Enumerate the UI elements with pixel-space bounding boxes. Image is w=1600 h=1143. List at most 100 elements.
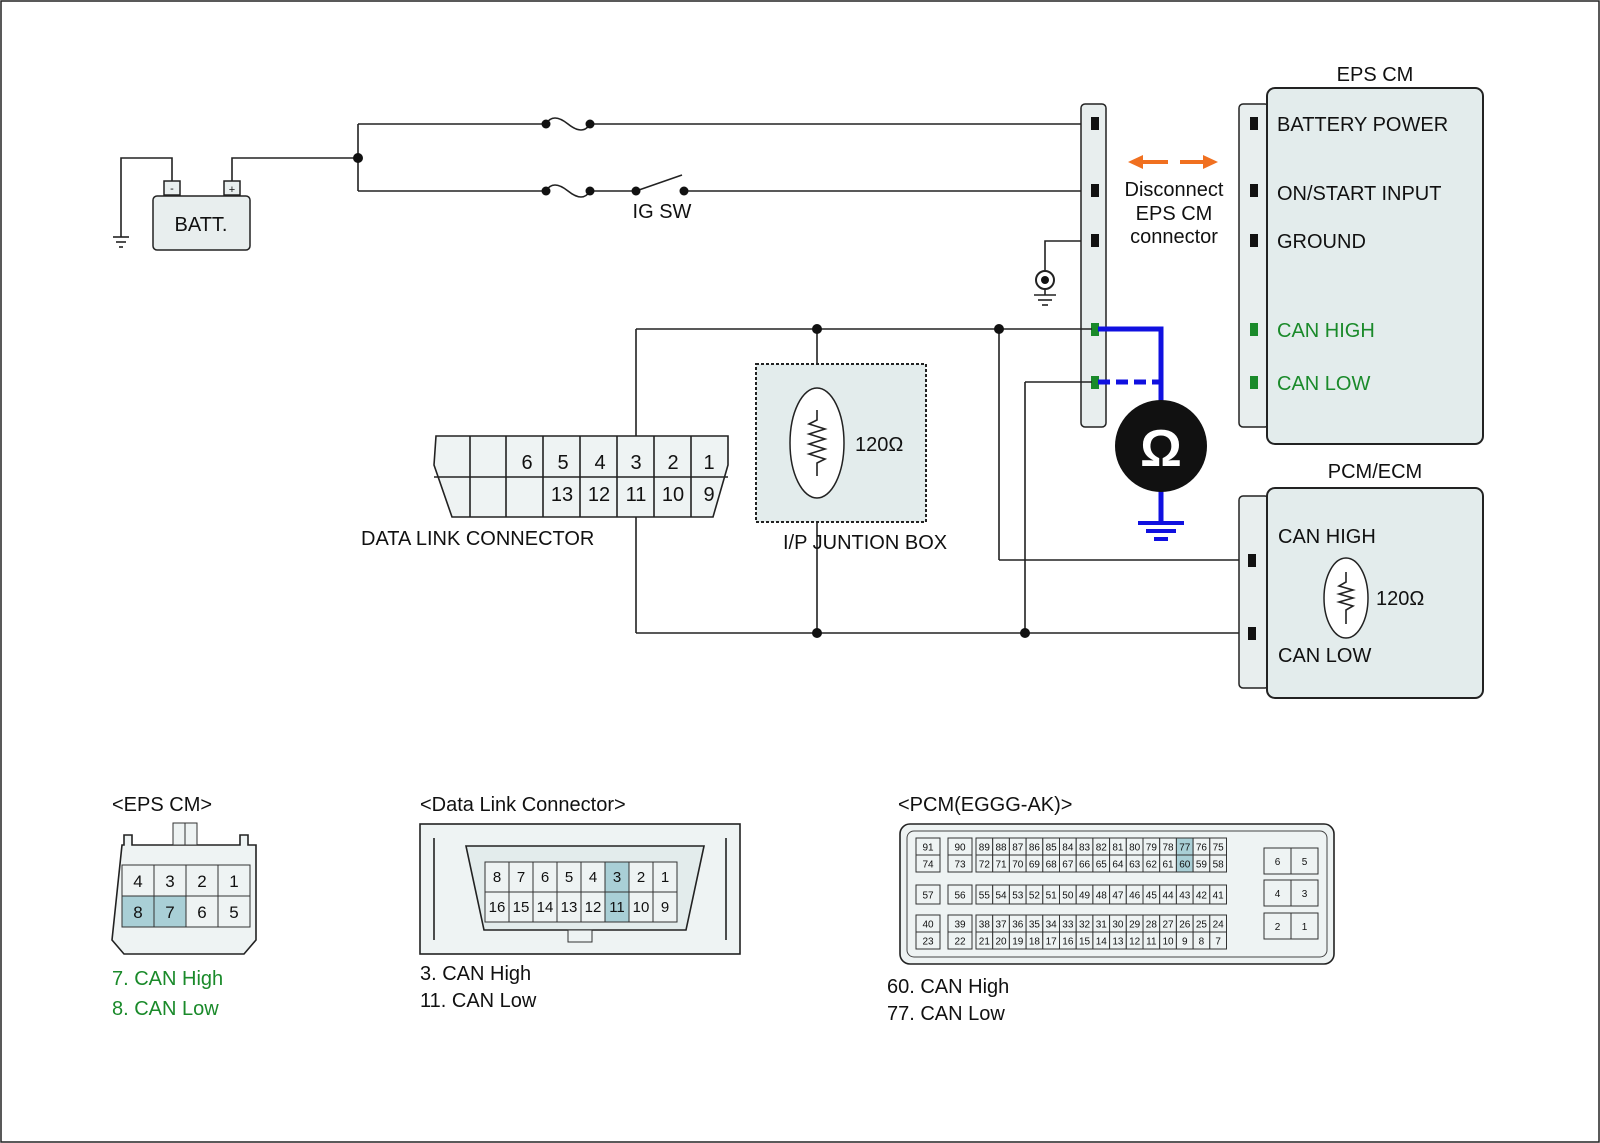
- svg-text:4: 4: [594, 452, 605, 474]
- pcm-pin-label: 65: [1096, 860, 1108, 871]
- pcm-pin-label: 20: [995, 937, 1007, 948]
- svg-text:6: 6: [541, 869, 549, 886]
- svg-text:3: 3: [613, 869, 621, 886]
- pcm-pin-label: 36: [1012, 920, 1024, 931]
- eps-pin-can-high: CAN HIGH: [1277, 320, 1375, 342]
- pcm-pin-label: 31: [1096, 920, 1108, 931]
- dlc-connector-pins: 8 7 6 5 4 3 2 1 16 15 14 13 12 11 10 9: [489, 869, 670, 916]
- svg-text:8: 8: [493, 869, 501, 886]
- dlc-connector-cells: [484, 861, 678, 923]
- svg-text:1: 1: [661, 869, 669, 886]
- pcm-pin-label: 42: [1196, 891, 1208, 902]
- pcm-pin-label: 55: [979, 891, 991, 902]
- pcm-pin-label: 23: [922, 937, 934, 948]
- pcm-pin-label: 54: [995, 891, 1007, 902]
- dlc-note-can-high: 3. CAN High: [420, 963, 531, 985]
- pcm-pin-label: 89: [979, 843, 991, 854]
- svg-text:-: -: [170, 183, 174, 195]
- pcm-pin-label: 17: [1046, 937, 1058, 948]
- pcm-pin-label: 13: [1112, 937, 1124, 948]
- svg-text:1: 1: [229, 872, 238, 891]
- disconnect-note-line2: EPS CM: [1136, 203, 1213, 225]
- eps-note-can-high: 7. CAN High: [112, 968, 223, 990]
- power-wiring: [231, 117, 1092, 198]
- svg-text:9: 9: [703, 484, 714, 506]
- ground-icon: [113, 157, 173, 248]
- pcm-pin-label: 67: [1062, 860, 1074, 871]
- pcm-pin-label: 62: [1146, 860, 1158, 871]
- pcm-pin-label: 91: [922, 843, 934, 854]
- pcm-pin-label: 24: [1213, 920, 1225, 931]
- pcm-pin-label: 70: [1012, 860, 1024, 871]
- pcm-pin-label: 11: [1146, 937, 1157, 948]
- pcm-pin-label: 22: [954, 937, 966, 948]
- pcm-pin-label: 43: [1179, 891, 1191, 902]
- pcm-can-high: CAN HIGH: [1278, 526, 1376, 548]
- pcm-pin-cell: [1209, 884, 1228, 905]
- pcm-pin-cell: [1209, 931, 1228, 950]
- pcm-pin-label: 14: [1096, 937, 1108, 948]
- pcm-pin-label: 77: [1179, 843, 1191, 854]
- svg-text:+: +: [229, 184, 235, 196]
- pcm-pin-label: 52: [1029, 891, 1041, 902]
- eps-pin-battery-power: BATTERY POWER: [1277, 114, 1448, 136]
- pcm-pin-label: 1: [1302, 922, 1308, 933]
- svg-text:7: 7: [517, 869, 525, 886]
- pcm-pin-label: 84: [1062, 843, 1074, 854]
- pcm-pin-label: 6: [1275, 857, 1281, 868]
- pcm-pin-label: 40: [922, 920, 934, 931]
- pcm-pin-label: 74: [922, 860, 934, 871]
- battery-label: BATT.: [175, 214, 228, 236]
- svg-text:2: 2: [637, 869, 645, 886]
- svg-text:12: 12: [588, 484, 610, 506]
- pcm-pin-label: 2: [1275, 922, 1281, 933]
- pcm-pin-label: 53: [1012, 891, 1024, 902]
- battery: - + BATT.: [152, 180, 251, 251]
- svg-text:9: 9: [661, 899, 669, 916]
- pcm-pin-label: 48: [1096, 891, 1108, 902]
- harness-connector: [1080, 103, 1107, 428]
- pcm-pin-label: 12: [1129, 937, 1141, 948]
- pcm-pin-label: 64: [1112, 860, 1124, 871]
- pcm-pin-label: 8: [1199, 937, 1205, 948]
- dlc-note-can-low: 11. CAN Low: [420, 990, 537, 1012]
- pcm-pin-label: 15: [1079, 937, 1091, 948]
- pcm-pin-label: 38: [979, 920, 991, 931]
- svg-text:2: 2: [667, 452, 678, 474]
- eps-pin-can-low: CAN LOW: [1277, 373, 1370, 395]
- pcm-pin-label: 68: [1046, 860, 1058, 871]
- pcm-pin-label: 49: [1079, 891, 1091, 902]
- pcm-pin-label: 39: [954, 920, 966, 931]
- svg-text:1: 1: [703, 452, 714, 474]
- pcm-pin-label: 28: [1146, 920, 1158, 931]
- pcm-resistor-label: 120Ω: [1376, 588, 1424, 610]
- pcm-pin-label: 7: [1215, 937, 1221, 948]
- pcm-pin-label: 80: [1129, 843, 1141, 854]
- pcm-pin-label: 27: [1162, 920, 1174, 931]
- disconnect-note-line1: Disconnect: [1125, 179, 1224, 201]
- svg-text:15: 15: [513, 899, 530, 916]
- pcm-pin-label: 4: [1275, 889, 1281, 900]
- svg-text:5: 5: [557, 452, 568, 474]
- dlc-connector-title: <Data Link Connector>: [420, 794, 626, 816]
- pcm-pin-label: 82: [1096, 843, 1108, 854]
- junction-resistor-label: 120Ω: [855, 434, 903, 456]
- svg-text:14: 14: [537, 899, 554, 916]
- pcm-pin-label: 73: [954, 860, 966, 871]
- pcm-can-low: CAN LOW: [1278, 645, 1371, 667]
- pcm-pin-label: 56: [954, 891, 966, 902]
- pcm-pin-label: 45: [1146, 891, 1158, 902]
- pcm-title: PCM/ECM: [1328, 461, 1422, 483]
- pcm-pin-label: 79: [1146, 843, 1158, 854]
- pcm-pin-label: 29: [1129, 920, 1141, 931]
- svg-text:16: 16: [489, 899, 506, 916]
- pcm-pin-label: 10: [1162, 937, 1174, 948]
- pcm-pin-label: 46: [1129, 891, 1141, 902]
- pcm-pin-label: 78: [1162, 843, 1174, 854]
- svg-text:5: 5: [229, 903, 238, 922]
- disconnect-arrow-icon: [1128, 155, 1218, 169]
- svg-text:13: 13: [551, 484, 573, 506]
- pcm-pin-label: 19: [1012, 937, 1024, 948]
- pcm-pin-label: 33: [1062, 920, 1074, 931]
